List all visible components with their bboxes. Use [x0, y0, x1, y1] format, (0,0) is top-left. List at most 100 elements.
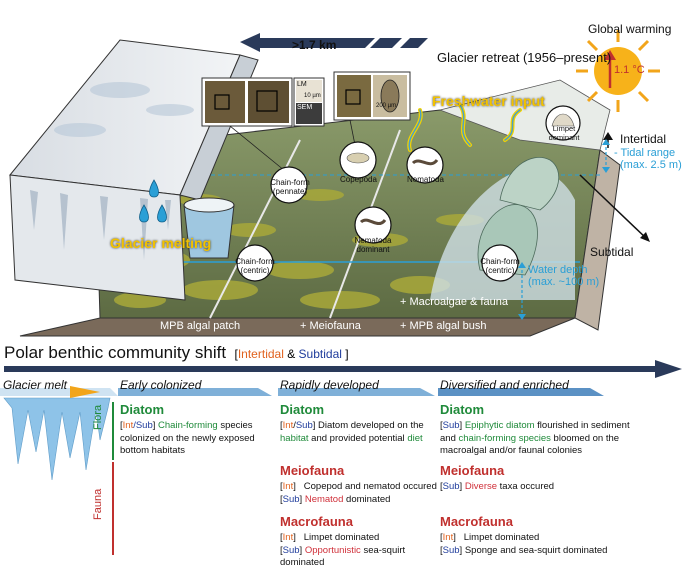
col2-macro-text: [Int] Limpet dominated [Sub] Opportunist…	[280, 532, 406, 568]
col2-meio-text: [Int] Copepod and nematod occured [Sub] …	[280, 481, 437, 505]
col3-d-hl1: Epiphytic diatom	[464, 420, 535, 431]
water-drops-icon	[139, 179, 167, 223]
col3-a1-text: Limpet dominated	[463, 532, 540, 543]
chain-centric-right-line2: (centric)	[485, 266, 515, 275]
stage-diversified: Diversified and enriched	[440, 378, 569, 392]
shift-amp: &	[283, 347, 299, 361]
timeline-graphics	[0, 360, 682, 555]
benthic-landscape-illustration	[9, 30, 660, 337]
col3-m1-tag: Sub	[442, 481, 460, 492]
col3-d-text2b: bloomed on the	[550, 432, 620, 444]
col3-macro-text: [Int] Limpet dominated [Sub] Sponge and …	[440, 532, 608, 556]
col3-d-hl2: chain-forming species	[458, 432, 551, 444]
intertidal-label: Intertidal	[620, 132, 667, 146]
col1-text1: species	[217, 420, 253, 431]
col1-text3: bottom habitats	[120, 445, 185, 456]
col3-d-text3: macroalgal and/or faunal colonies	[440, 445, 583, 456]
col2-d-text2: and provided potential	[308, 432, 408, 444]
bracket-open: [	[234, 347, 238, 361]
zone-arrows	[518, 132, 650, 320]
freshwater-label: Freshwater input	[432, 93, 545, 109]
subtidal-label: Subtidal	[590, 245, 634, 259]
col1-highlight: Chain-forming	[158, 420, 218, 431]
col2-d-text1: Diatom developed on the	[318, 420, 424, 431]
nematoda-dominant-label: Nematoda dominant	[353, 236, 393, 254]
col2-diatom-heading: Diatom	[280, 402, 325, 417]
tidal-range-value: (max. 2.5 m)	[620, 159, 682, 171]
nematoda-label: Nematoda	[407, 175, 444, 184]
col2-d-hl1: habitat	[280, 432, 309, 444]
water-depth-label: Water depth (max. ~100 m)	[528, 264, 599, 288]
copepod-scale-label: 200 µm	[376, 103, 397, 109]
col2-d-tag-sub: Sub	[295, 420, 313, 431]
col1-tag-sub: Sub	[135, 420, 153, 431]
water-depth-value: (max. ~100 m)	[528, 276, 600, 288]
chain-pennate-line2: (pennate)	[272, 187, 308, 196]
col2-m1-text: Copepod and nematod occured	[303, 481, 437, 492]
chain-pennate-line1: Chain-form	[270, 178, 310, 187]
stage-glacier-melt: Glacier melt	[3, 378, 68, 392]
col3-a2-text: Sponge and sea-squirt dominated	[464, 544, 608, 556]
col3-diatom-text: [Sub] Epiphytic diatom flourished in sed…	[440, 420, 680, 458]
col1-text2: colonized on the newly exposed	[120, 432, 255, 444]
organism-callouts	[236, 105, 581, 282]
copepoda-label: Copepoda	[340, 175, 377, 184]
col3-m1-text: taxa occured	[497, 481, 555, 492]
col2-m2-text: dominated	[343, 493, 391, 505]
col2-macro-heading: Macrofauna	[280, 514, 353, 529]
glacier-block	[9, 39, 259, 301]
freshwater-streams	[407, 103, 522, 152]
flora-side-label: Flora	[92, 404, 104, 430]
zone-band-2: + Meiofauna	[300, 320, 361, 332]
bracket-close: ]	[341, 347, 349, 361]
ice-bucket	[183, 197, 235, 259]
col3-meio-heading: Meiofauna	[440, 463, 505, 478]
retreat-label: Glacier retreat (1956–present)	[437, 50, 612, 65]
glacier-melting-label: Glacier melting	[110, 235, 212, 251]
stage-rapidly-developed: Rapidly developed	[280, 378, 379, 392]
lm-label: LM	[297, 81, 307, 88]
col3-diatom-heading: Diatom	[440, 402, 485, 417]
col3-d-tag: Sub	[442, 420, 460, 431]
thermometer-arrow-icon	[604, 50, 616, 88]
col2-m2-tag: Sub	[282, 493, 300, 505]
col2-a1-tag: Int	[282, 532, 294, 543]
limpet-line1: Limpet	[552, 124, 576, 133]
col2-diatom-text: [Int/Sub] Diatom developed on the habita…	[280, 420, 424, 444]
col2-a1-text: Limpet dominated	[303, 532, 380, 543]
col3-macro-heading: Macrofauna	[440, 514, 513, 529]
chain-centric-left-line2: (centric)	[240, 266, 270, 275]
col3-a1-tag: Int	[442, 532, 454, 543]
chain-centric-left-label: Chain-form (centric)	[235, 257, 275, 275]
col1-diatom-heading: Diatom	[120, 402, 165, 417]
limpet-line2: dominant	[548, 133, 580, 142]
fauna-side-label: Fauna	[92, 488, 104, 520]
col1-diatom-text: [Int/Sub] Chain-forming species colonize…	[120, 420, 278, 458]
chain-centric-left-line1: Chain-form	[235, 257, 275, 266]
tidal-range-text: Tidal range	[620, 147, 676, 159]
col2-a2-tag: Sub	[282, 544, 300, 556]
col1-tag-slash: /	[133, 420, 136, 431]
nematoda-dom-line2: dominant	[356, 245, 390, 254]
water-depth-text: Water depth	[528, 264, 588, 276]
shift-subtidal: Subtidal	[298, 347, 342, 361]
sem-label: SEM	[297, 104, 313, 111]
stage-early-colonized: Early colonized	[120, 378, 202, 392]
col3-d-text2a: and	[440, 432, 459, 444]
retreat-arrow	[240, 33, 428, 52]
chain-centric-right-label: Chain-form (centric)	[480, 257, 520, 275]
col2-d-slash: /	[293, 420, 296, 431]
col2-m2-hl: Nematod	[304, 493, 344, 505]
col2-d-hl2: diet	[407, 432, 423, 444]
chain-centric-right-line1: Chain-form	[480, 257, 520, 266]
zone-band-3: + MPB algal bush	[400, 320, 487, 332]
nematoda-dom-line1: Nematoda	[354, 236, 392, 245]
microscopy-photos	[201, 71, 411, 176]
col1-tag-int: Int	[122, 420, 134, 431]
chain-pennate-label: Chain-form (pennate)	[270, 178, 310, 196]
col3-d-text1: flourished in sediment	[534, 420, 630, 431]
warming-value: 1.1 °C	[614, 64, 645, 76]
col3-a2-tag: Sub	[442, 544, 460, 556]
shift-title-text: Polar benthic community shift	[4, 343, 227, 362]
global-warming-label: Global warming	[588, 22, 672, 36]
